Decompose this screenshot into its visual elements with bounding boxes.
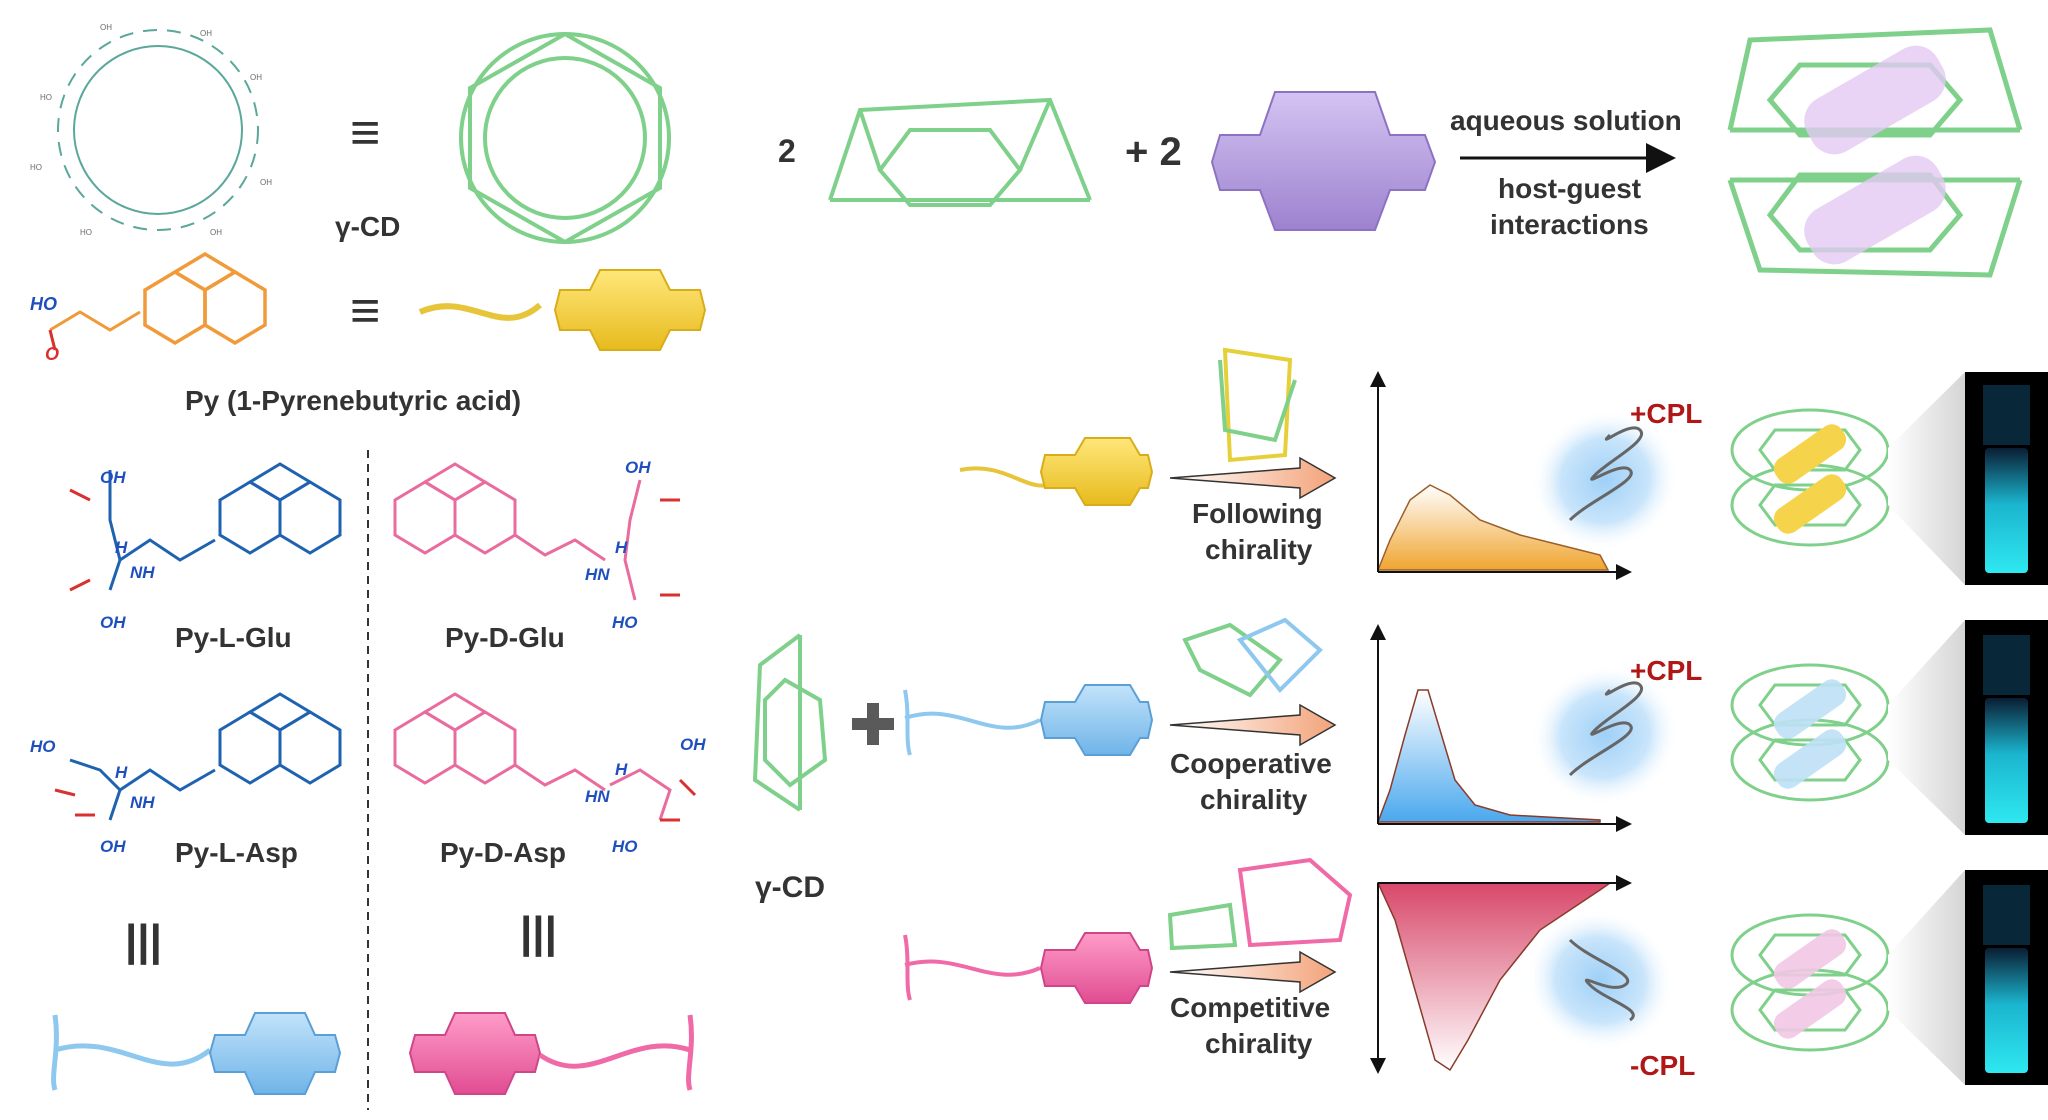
chem-o: O (45, 344, 59, 364)
chem-oh: OH (100, 837, 126, 856)
py-d-asp-structure: OH H HN HO (393, 692, 706, 856)
top-complex (1727, 27, 2023, 278)
chem-ho: HO (612, 613, 638, 632)
competitive-label-1: Competitive (1170, 992, 1330, 1023)
zoom-wedge-2 (1888, 620, 1965, 835)
zoom-wedge-1 (1888, 372, 1965, 585)
plus-cpl-label-1: +CPL (1630, 398, 1702, 429)
equiv-symbol-1: ≡ (350, 104, 380, 162)
spectrum-cooperative (1370, 624, 1632, 832)
svg-text:HO: HO (40, 93, 52, 102)
triple-bar-left: ||| (125, 916, 162, 966)
py-l-glu-label: Py-L-Glu (175, 622, 292, 653)
svg-text:HO: HO (80, 228, 92, 237)
chem-h: H (615, 760, 628, 779)
svg-text:OH: OH (200, 29, 212, 38)
py-d-glu-label: Py-D-Glu (445, 622, 565, 653)
chem-ho: HO (612, 837, 638, 856)
chem-hn: HN (585, 787, 610, 806)
py-molecule: HO O (30, 251, 267, 364)
following-label-2: chirality (1205, 534, 1313, 565)
chem-h: H (115, 538, 128, 557)
hand-following-icon (1218, 347, 1297, 463)
chem-nh: NH (130, 563, 155, 582)
competitive-label-2: chirality (1205, 1028, 1313, 1059)
blue-guest (903, 684, 1154, 756)
coef-left: 2 (778, 133, 796, 169)
spiral-icon-1 (1530, 409, 1680, 551)
chem-ho: HO (30, 294, 57, 314)
arrow-competitive (1169, 950, 1337, 994)
fist-bump-icon (1167, 857, 1353, 951)
vial-photo-1 (1965, 372, 2048, 585)
py-cartoon (418, 269, 707, 351)
svg-text:HO: HO (30, 163, 42, 172)
spiral-icon-3 (1525, 909, 1675, 1051)
chem-ho: HO (30, 737, 56, 756)
plus-two: + 2 (1125, 130, 1182, 174)
svg-text:OH: OH (260, 178, 272, 187)
arrow-cooperative (1169, 703, 1337, 747)
complex-pink (1730, 913, 1890, 1052)
purple-guest-shape (1210, 91, 1437, 231)
chem-oh: OH (100, 468, 126, 487)
plus-cpl-label-2: +CPL (1630, 655, 1702, 686)
chem-oh: OH (100, 613, 126, 632)
handshake-icon (1182, 617, 1323, 698)
arrow-following (1169, 456, 1337, 500)
py-l-asp-label: Py-L-Asp (175, 837, 298, 868)
triple-bar-right: ||| (520, 908, 557, 958)
complex-yellow (1730, 408, 1890, 547)
chem-h: H (115, 763, 128, 782)
py-l-asp-structure: HO H NH OH (30, 692, 342, 856)
cooperative-label-2: chirality (1200, 784, 1308, 815)
chem-h: H (615, 538, 628, 557)
gamma-cd-center-label: γ-CD (755, 871, 825, 904)
gamma-cd-structure: HO OH HO OH OH OH HO OH (30, 23, 272, 237)
cooperative-label-1: Cooperative (1170, 748, 1332, 779)
chem-oh: OH (680, 735, 706, 754)
svg-text:OH: OH (210, 228, 222, 237)
spiral-icon-2 (1530, 664, 1680, 806)
complex-blue (1730, 663, 1890, 802)
gamma-cd-ring-icon (459, 31, 671, 245)
minus-cpl-label: -CPL (1630, 1050, 1695, 1081)
yellow-guest (959, 437, 1154, 506)
gamma-cd-vertical (752, 633, 828, 812)
py-l-glu-structure: OH H NH OH (69, 462, 342, 632)
py-cross-shape (553, 269, 707, 351)
svg-text:OH: OH (250, 73, 262, 82)
py-l-cross-shape (208, 1012, 342, 1095)
py-full-label: Py (1-Pyrenebutyric acid) (185, 385, 521, 416)
py-d-asp-label: Py-D-Asp (440, 837, 566, 868)
vial-photo-2 (1965, 620, 2048, 835)
chem-hn: HN (585, 565, 610, 584)
gamma-cd-label: γ-CD (335, 211, 400, 242)
chem-oh: OH (625, 458, 651, 477)
aqueous-label: aqueous solution (1450, 105, 1682, 136)
pink-guest (903, 932, 1154, 1004)
py-d-cross-shape (408, 1012, 542, 1095)
py-d-cartoon (408, 1012, 694, 1095)
spectrum-following (1370, 371, 1632, 580)
spectrum-competitive (1370, 875, 1632, 1074)
py-l-cartoon (51, 1012, 342, 1095)
equiv-symbol-2: ≡ (350, 282, 380, 340)
plus-icon (852, 703, 894, 745)
vial-photo-3 (1965, 870, 2048, 1085)
gamma-cd-side-view (828, 97, 1092, 207)
host-guest-label-1: host-guest (1498, 173, 1641, 204)
svg-text:OH: OH (100, 23, 112, 32)
chem-nh: NH (130, 793, 155, 812)
zoom-wedge-3 (1888, 870, 1965, 1085)
py-d-glu-structure: OH H HN HO (393, 458, 680, 632)
host-guest-label-2: interactions (1490, 209, 1649, 240)
following-label-1: Following (1192, 498, 1323, 529)
